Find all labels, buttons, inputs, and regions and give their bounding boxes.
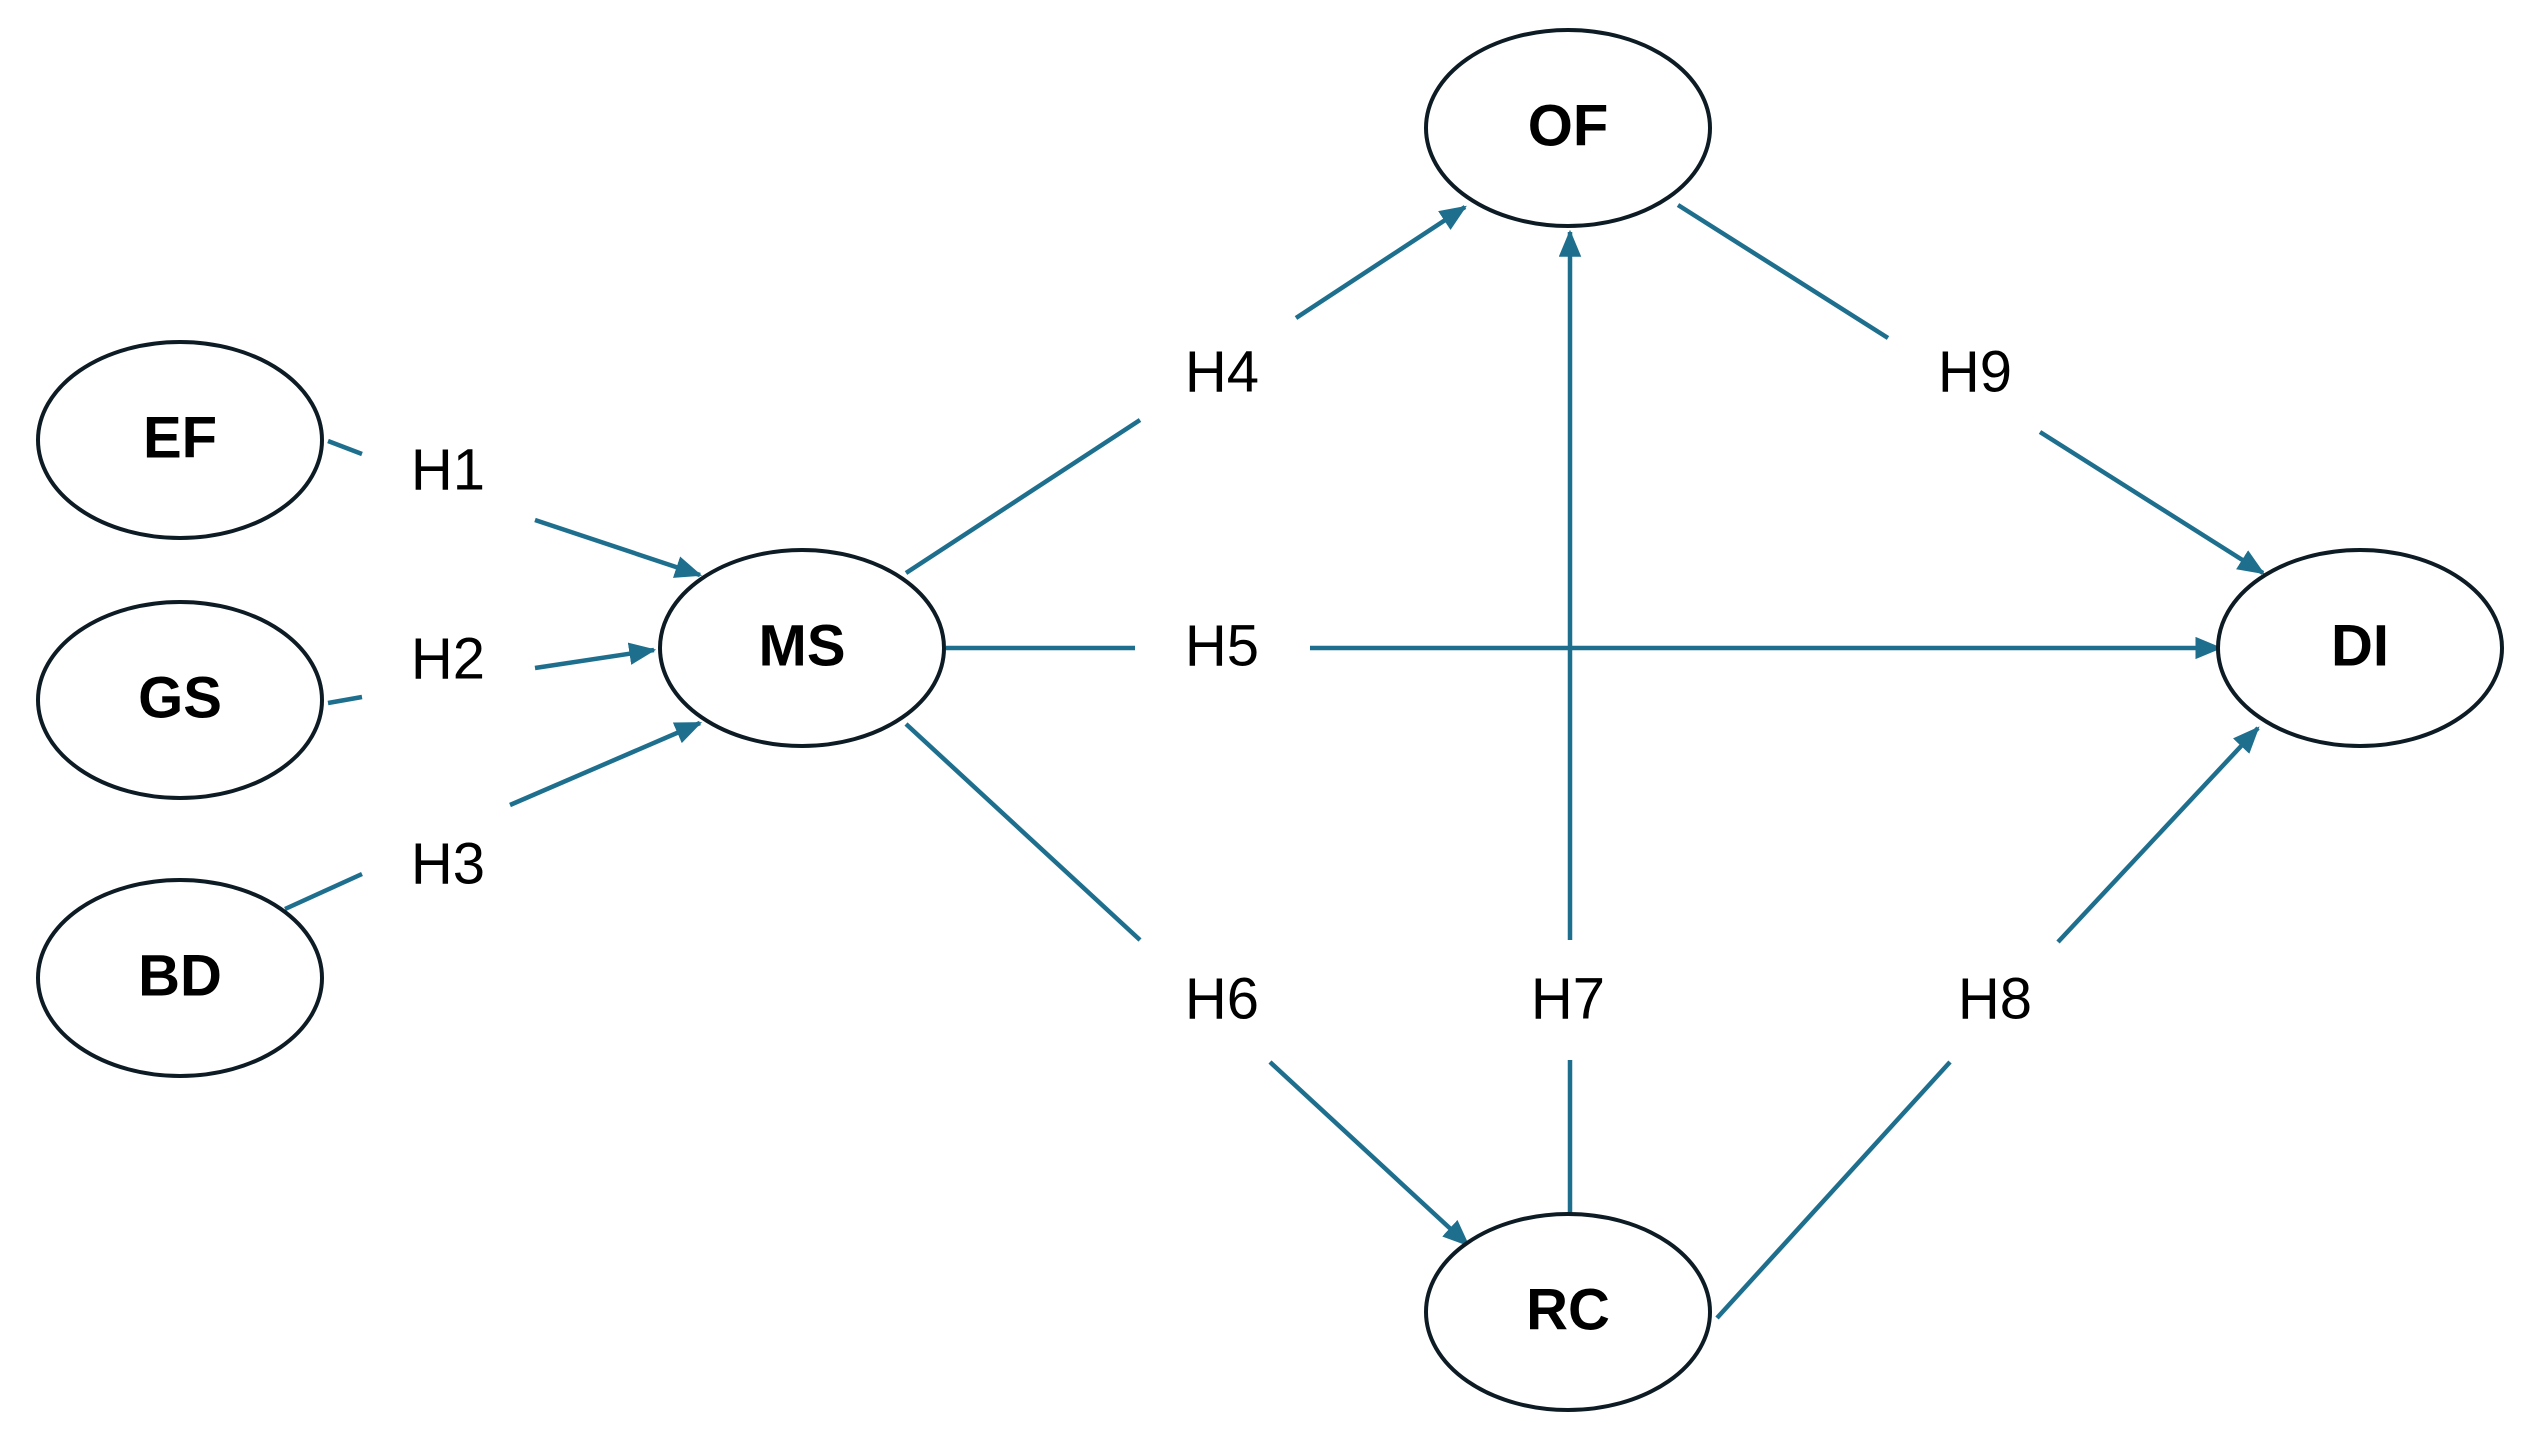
edge-h9: H9 xyxy=(1676,203,2265,575)
node-of: OF xyxy=(1424,28,1712,228)
edge-h4-head xyxy=(1294,205,1467,320)
edge-h5: H5 xyxy=(946,613,2223,678)
edge-h6-head xyxy=(1268,1060,1470,1247)
edge-h3-tail xyxy=(284,871,363,912)
node-gs: GS xyxy=(36,600,324,800)
edge-h2-head xyxy=(534,642,657,671)
node-gs-label: GS xyxy=(138,665,222,730)
edge-h8-tail xyxy=(1715,1060,1952,1320)
node-di: DI xyxy=(2216,548,2504,748)
edge-label-h1: H1 xyxy=(411,437,485,502)
edge-label-h7: H7 xyxy=(1531,966,1605,1031)
node-rc-label: RC xyxy=(1526,1277,1610,1342)
edge-h9-head xyxy=(2038,430,2265,575)
edge-h4: H4 xyxy=(904,205,1467,575)
edge-label-h5: H5 xyxy=(1185,613,1259,678)
edge-h1-head xyxy=(534,517,703,578)
edge-label-h3: H3 xyxy=(411,831,485,896)
node-bd-label: BD xyxy=(138,943,222,1008)
edge-label-h8: H8 xyxy=(1958,966,2032,1031)
node-ms: MS xyxy=(658,548,946,748)
node-rc: RC xyxy=(1424,1212,1712,1412)
edge-label-h4: H4 xyxy=(1185,339,1259,404)
edge-h3: H3 xyxy=(284,720,703,912)
edge-label-h2: H2 xyxy=(411,626,485,691)
edge-h8-head xyxy=(2056,726,2260,944)
edge-h9-tail xyxy=(1676,203,1890,340)
edge-h2: H2 xyxy=(327,626,657,706)
node-di-label: DI xyxy=(2331,613,2389,678)
edge-h6-tail xyxy=(904,722,1142,942)
node-bd: BD xyxy=(36,878,324,1078)
edge-h4-tail xyxy=(904,418,1142,575)
edge-h6: H6 xyxy=(904,722,1470,1247)
edge-h3-head xyxy=(509,720,703,808)
edge-label-h9: H9 xyxy=(1938,339,2012,404)
edge-h2-tail xyxy=(327,694,363,706)
node-ef: EF xyxy=(36,340,324,540)
edge-h1: H1 xyxy=(327,437,703,578)
edge-h8: H8 xyxy=(1715,726,2260,1320)
node-ef-label: EF xyxy=(143,405,217,470)
node-of-label: OF xyxy=(1528,93,1609,158)
edge-h1-tail xyxy=(327,438,363,457)
edge-h7: H7 xyxy=(1531,229,1605,1213)
node-ms-label: MS xyxy=(759,613,846,678)
edge-label-h6: H6 xyxy=(1185,966,1259,1031)
